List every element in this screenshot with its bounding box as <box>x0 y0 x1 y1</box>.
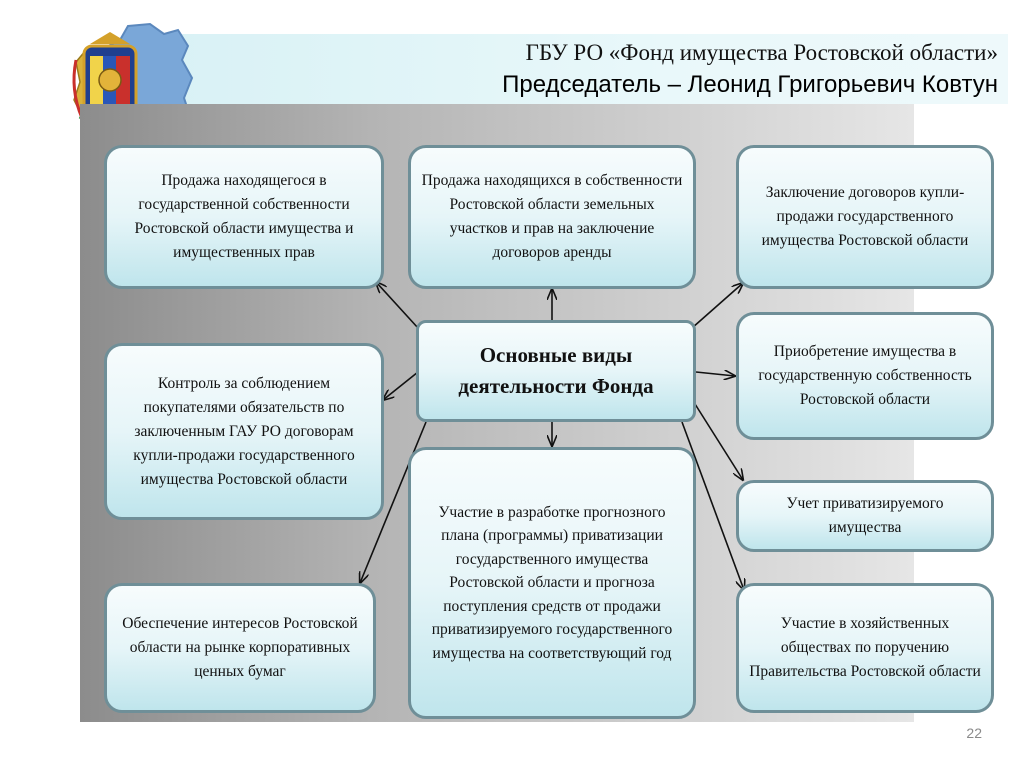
activity-box-label: Обеспечение интересов Ростовской области… <box>122 615 358 680</box>
activity-box-label: Заключение договоров купли-продажи госуд… <box>761 184 969 249</box>
activity-box-label: Участие в разработке прогнозного плана (… <box>431 503 673 662</box>
activity-box-label: Учет приватизируемого имущества <box>786 495 944 536</box>
chairman-title: Председатель – Леонид Григорьевич Ковтун <box>502 71 998 98</box>
activity-box-label: Продажа находящегося в государственной с… <box>134 172 354 261</box>
activity-box-bottom-left: Обеспечение интересов Ростовской области… <box>104 583 376 713</box>
activity-box-top-right: Заключение договоров купли-продажи госуд… <box>736 145 994 289</box>
page-number: 22 <box>966 725 982 741</box>
header-band <box>150 34 1008 104</box>
central-activities-box: Основные виды деятельности Фонда <box>416 320 696 422</box>
activity-box-label: Контроль за соблюдением покупателями обя… <box>133 374 355 488</box>
activity-box-label: Приобретение имущества в государственную… <box>758 343 972 408</box>
activity-box-top-middle: Продажа находящихся в собственности Рост… <box>408 145 696 289</box>
central-activities-label: Основные виды деятельности Фонда <box>458 343 654 398</box>
activity-box-label: Продажа находящихся в собственности Рост… <box>421 172 683 261</box>
activity-box-right-acquire: Приобретение имущества в государственную… <box>736 312 994 440</box>
organization-title: ГБУ РО «Фонд имущества Ростовской област… <box>525 40 998 65</box>
activity-box-top-left: Продажа находящегося в государственной с… <box>104 145 384 289</box>
activity-box-right-companies: Участие в хозяйственных обществах по пор… <box>736 583 994 713</box>
activity-box-bottom-middle: Участие в разработке прогнозного плана (… <box>408 447 696 719</box>
activity-box-mid-left: Контроль за соблюдением покупателями обя… <box>104 343 384 520</box>
activity-box-label: Участие в хозяйственных обществах по пор… <box>749 615 981 680</box>
activity-box-right-records: Учет приватизируемого имущества <box>736 480 994 552</box>
